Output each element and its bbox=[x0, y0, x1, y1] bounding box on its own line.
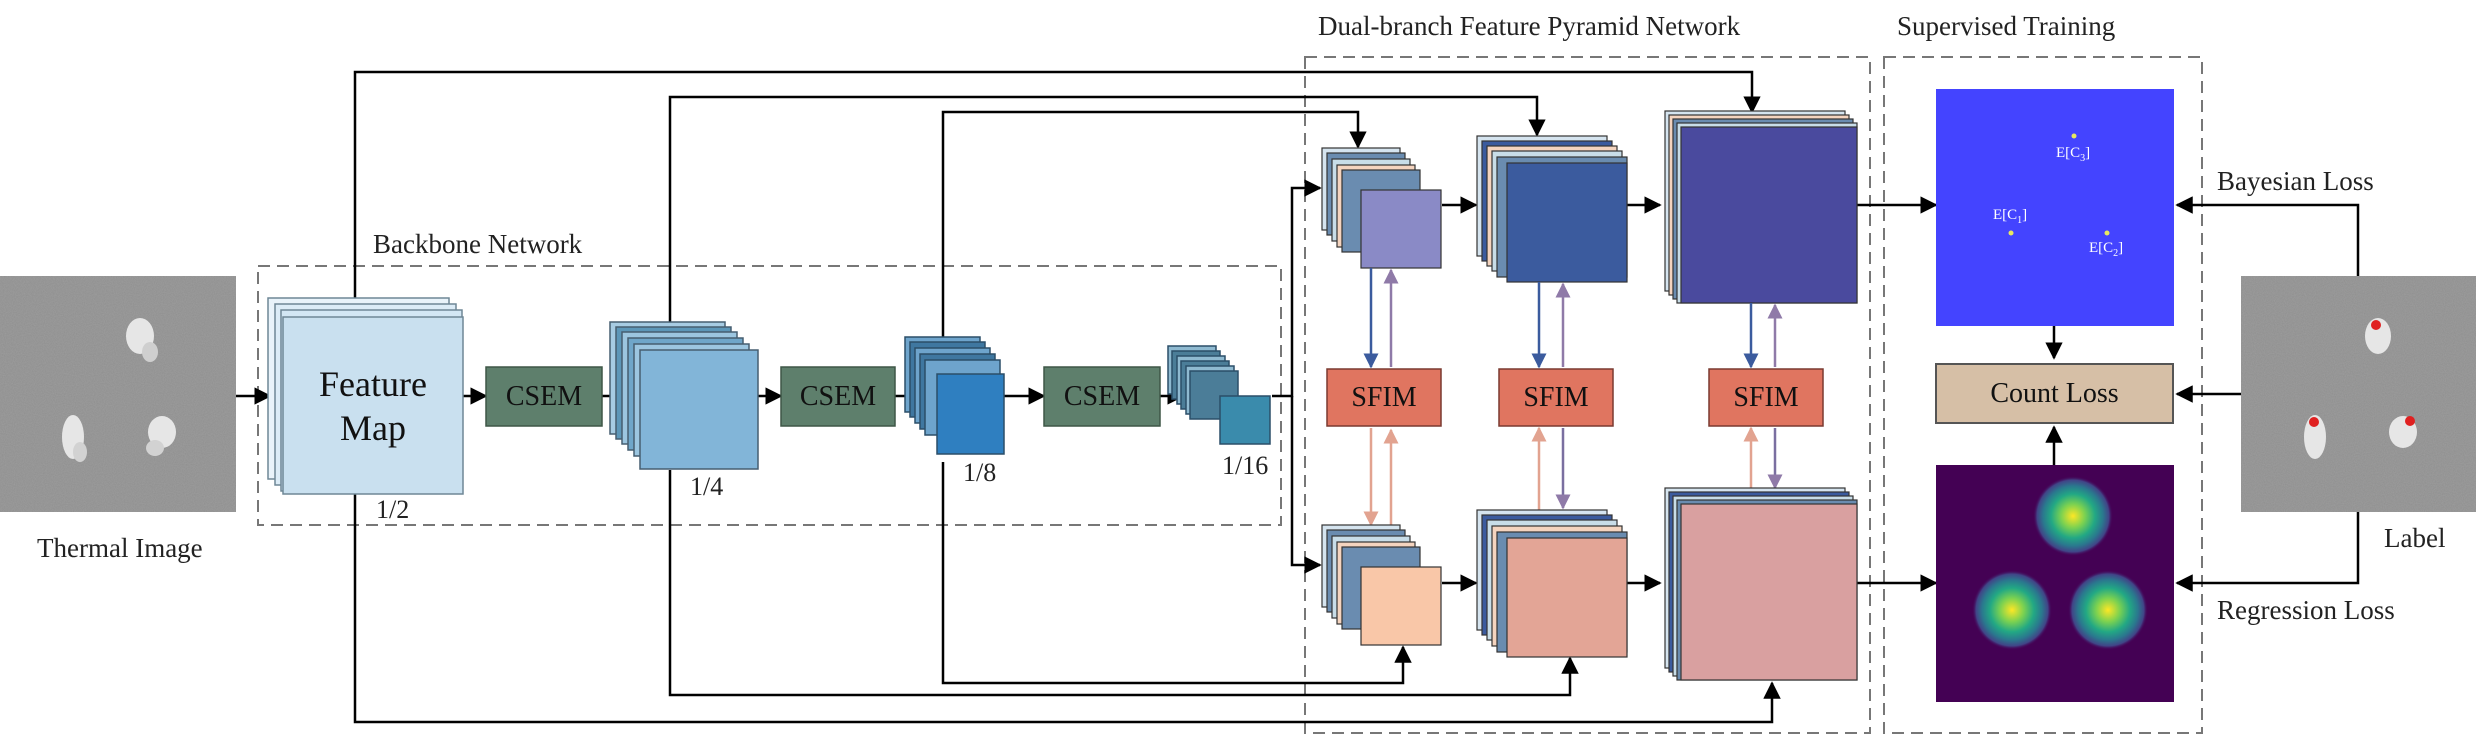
fpn-frame bbox=[1304, 56, 1871, 734]
stage2-stack bbox=[609, 321, 759, 470]
csem-box-2 bbox=[780, 366, 896, 427]
thermal-image-caption: Thermal Image bbox=[37, 533, 203, 563]
fpn-bottom-mid-stack bbox=[1476, 509, 1628, 658]
thermal-image bbox=[0, 276, 236, 512]
stage4-stack bbox=[1167, 345, 1271, 445]
person-blob-1 bbox=[126, 318, 158, 362]
supervised-title: Supervised Training bbox=[1897, 11, 2116, 41]
regression-loss-label: Regression Loss bbox=[2217, 595, 2395, 625]
sfim-label-3: SFIM bbox=[1733, 381, 1799, 413]
fpn-top-small-stack bbox=[1321, 147, 1442, 269]
feature-map bbox=[282, 316, 464, 495]
person-blob-3 bbox=[146, 416, 176, 456]
person-blob-2 bbox=[62, 415, 87, 462]
bayesian-loss-label: Bayesian Loss bbox=[2217, 166, 2374, 196]
count-loss-box bbox=[1935, 363, 2174, 424]
stage3-stack bbox=[904, 336, 1005, 455]
scale-label-eighth: 1/8 bbox=[963, 458, 997, 487]
label-image bbox=[2241, 276, 2476, 512]
top-skip-connections bbox=[353, 70, 1761, 340]
csem-label-1: CSEM bbox=[505, 380, 583, 412]
sfim-label-2: SFIM bbox=[1523, 381, 1589, 413]
expectation-label-c3: E[C3] bbox=[2056, 145, 2091, 164]
fpn-bottom-small-stack bbox=[1321, 524, 1442, 646]
fpn-top-mid-stack bbox=[1476, 135, 1628, 283]
bottom-skip-connections bbox=[353, 462, 1781, 724]
sfim-arrows bbox=[1363, 268, 1783, 527]
sfim-label-1: SFIM bbox=[1351, 381, 1417, 413]
count-loss-label: Count Loss bbox=[1990, 377, 2119, 409]
label-caption: Label bbox=[2384, 523, 2446, 553]
density-map bbox=[1936, 465, 2174, 702]
expectation-point-c2 bbox=[2104, 230, 2110, 236]
sfim-box-1 bbox=[1326, 368, 1442, 427]
expectation-label-c2: E[C2] bbox=[2089, 240, 2124, 259]
csem-box-3 bbox=[1043, 366, 1161, 427]
expectation-label-c1: E[C1] bbox=[1993, 207, 2028, 226]
feature-map-stack bbox=[267, 297, 464, 495]
feature-map-line1: Feature bbox=[319, 363, 427, 404]
fpn-bottom-large-stack bbox=[1664, 487, 1858, 681]
expectation-point-c1 bbox=[2008, 230, 2014, 236]
backbone-title: Backbone Network bbox=[373, 229, 583, 259]
sfim-box-3 bbox=[1708, 368, 1824, 427]
csem-box-1 bbox=[485, 366, 603, 427]
scale-label-half: 1/2 bbox=[376, 495, 410, 524]
sfim-box-2 bbox=[1498, 368, 1614, 427]
head-point-3 bbox=[2405, 416, 2415, 426]
head-point-2 bbox=[2309, 417, 2319, 427]
csem-label-3: CSEM bbox=[1063, 380, 1141, 412]
scale-label-sixteenth: 1/16 bbox=[1222, 451, 1269, 480]
feature-map-line2: Map bbox=[340, 407, 406, 448]
fpn-title: Dual-branch Feature Pyramid Network bbox=[1318, 11, 1741, 41]
bayesian-map bbox=[1936, 89, 2174, 326]
head-point-1 bbox=[2371, 320, 2381, 330]
scale-label-quarter: 1/4 bbox=[690, 472, 724, 501]
csem-label-2: CSEM bbox=[799, 380, 877, 412]
feature-map-label: Feature Map bbox=[283, 317, 463, 494]
expectation-point-c3 bbox=[2071, 133, 2077, 139]
fpn-top-large-stack bbox=[1664, 110, 1858, 304]
